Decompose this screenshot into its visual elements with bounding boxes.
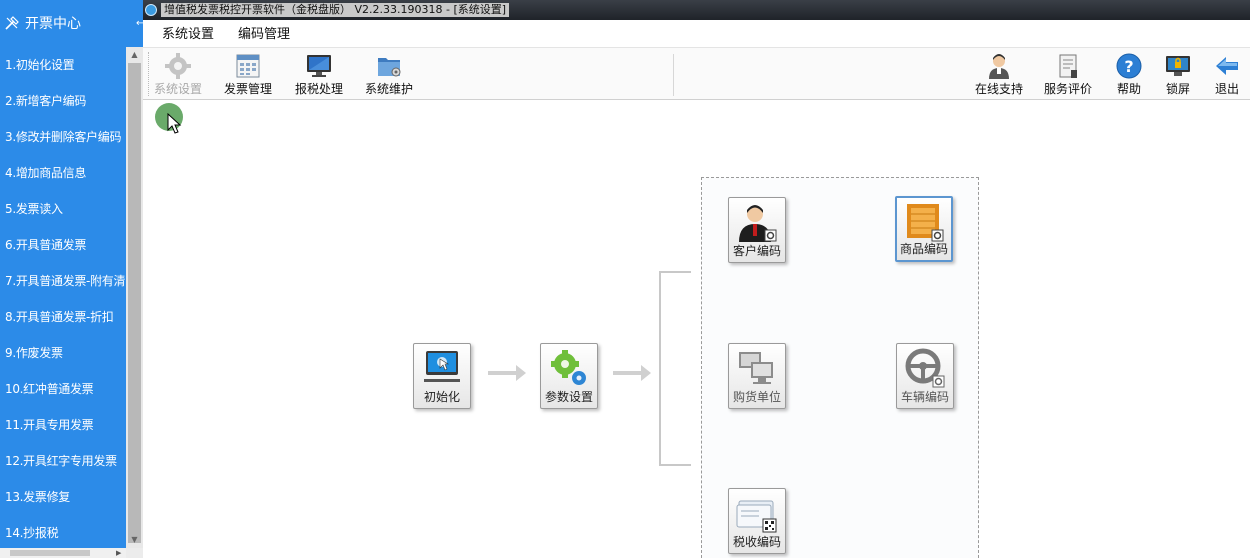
help-icon: ?	[1116, 53, 1142, 79]
toolbar-label: 报税处理	[294, 82, 343, 96]
menu-bar: 系统设置 编码管理	[143, 20, 1250, 48]
flow-arrow-icon	[613, 365, 651, 381]
toolbar-label: 服务评价	[1043, 82, 1092, 96]
title-bar: 增值税发票税控开票软件（金税盘版） V2.2.33.190318 - [系统设置…	[143, 0, 1250, 20]
init-tile[interactable]: 初始化	[413, 343, 471, 409]
sidebar-item-repair-invoice[interactable]: 13.发票修复	[5, 490, 70, 504]
svg-text:?: ?	[1124, 57, 1133, 76]
exit-arrow-icon	[1216, 57, 1238, 75]
code-management-panel: 客户编码 商品编码	[701, 177, 979, 558]
sidebar-list: 1.初始化设置 2.新增客户编码 3.修改并删除客户编码 4.增加商品信息 5.…	[0, 47, 126, 548]
sidebar-item-add-customer-code[interactable]: 2.新增客户编码	[5, 94, 87, 108]
sidebar-item-edit-customer-code[interactable]: 3.修改并删除客户编码	[5, 130, 122, 144]
scroll-down-icon[interactable]: ▼	[131, 535, 138, 544]
toolbar-label: 帮助	[1116, 82, 1141, 96]
customer-icon	[739, 205, 777, 242]
tile-label: 车辆编码	[900, 390, 949, 404]
params-label: 参数设置	[544, 390, 593, 404]
sidebar-item-issue-invoice-with-list[interactable]: 7.开具普通发票-附有清	[5, 274, 126, 288]
toolbar-tax-report-button[interactable]: 报税处理	[291, 52, 347, 98]
toolbar-system-settings-button[interactable]: 系统设置	[152, 52, 204, 98]
params-tile[interactable]: 参数设置	[540, 343, 598, 409]
sidebar-item-red-normal-invoice[interactable]: 10.红冲普通发票	[5, 382, 94, 396]
scroll-up-icon[interactable]: ▲	[131, 50, 138, 59]
sidebar-vertical-scrollbar[interactable]: ▲ ▼	[126, 47, 143, 548]
hscroll-thumb[interactable]	[10, 550, 90, 556]
sidebar-item-read-invoice[interactable]: 5.发票读入	[5, 202, 63, 216]
invoice-icon	[236, 54, 260, 78]
toolbar-help-button[interactable]: ? 帮助	[1109, 52, 1149, 98]
sidebar-horizontal-scrollbar[interactable]: ▶	[0, 548, 126, 558]
goods-code-tile[interactable]: 商品编码	[895, 196, 953, 262]
gear-icon	[165, 53, 191, 79]
sidebar-item-init-settings[interactable]: 1.初始化设置	[5, 58, 75, 72]
customer-code-tile[interactable]: 客户编码	[728, 197, 786, 263]
sidebar-item-copy-tax[interactable]: 14.抄报税	[5, 526, 59, 540]
toolbar-label: 系统设置	[153, 82, 202, 96]
app-icon	[145, 4, 157, 16]
support-person-icon	[989, 54, 1009, 79]
buyer-unit-tile[interactable]: 购货单位	[728, 343, 786, 409]
toolbar-label: 退出	[1214, 82, 1239, 96]
gears-icon	[551, 350, 586, 385]
sidebar-item-issue-red-special-invoice[interactable]: 12.开具红字专用发票	[5, 454, 117, 468]
toolbar-exit-button[interactable]: 退出	[1207, 52, 1247, 98]
toolbar-online-support-button[interactable]: 在线支持	[971, 52, 1027, 98]
init-label: 初始化	[423, 390, 460, 404]
toolbar-grip	[148, 52, 150, 96]
sidebar-title: 开票中心	[25, 16, 81, 32]
sidebar-header: 开票中心 ←	[0, 0, 145, 47]
toolbar: 系统设置 发票管理 报税处理	[143, 48, 1250, 100]
tile-label: 税收编码	[732, 535, 781, 549]
scroll-thumb[interactable]	[128, 63, 141, 543]
toolbar-service-evaluation-button[interactable]: 服务评价	[1040, 52, 1096, 98]
toolbar-label: 系统维护	[364, 82, 413, 96]
tile-label: 购货单位	[732, 390, 781, 404]
sidebar-item-issue-invoice-discount[interactable]: 8.开具普通发票-折扣	[5, 310, 114, 324]
sidebar-item-add-goods[interactable]: 4.增加商品信息	[5, 166, 87, 180]
tax-code-tile[interactable]: 税收编码	[728, 488, 786, 554]
scroll-right-icon[interactable]: ▶	[116, 549, 122, 557]
toolbar-separator	[673, 54, 674, 96]
toolbar-invoice-management-button[interactable]: 发票管理	[220, 52, 276, 98]
toolbar-system-maintenance-button[interactable]: 系统维护	[361, 52, 417, 98]
sidebar: 开票中心 ← 1.初始化设置 2.新增客户编码 3.修改并删除客户编码 4.增加…	[0, 0, 145, 558]
tile-label: 客户编码	[732, 244, 781, 258]
tax-code-icon	[736, 500, 777, 533]
mouse-pointer-icon	[167, 113, 182, 134]
workspace: 初始化 参数设置	[143, 100, 1250, 558]
flow-arrow-icon	[488, 365, 526, 381]
tile-label: 商品编码	[899, 242, 948, 256]
sidebar-item-issue-normal-invoice[interactable]: 6.开具普通发票	[5, 238, 87, 252]
sidebar-item-issue-special-invoice[interactable]: 11.开具专用发票	[5, 418, 94, 432]
toolbar-lock-screen-button[interactable]: 锁屏	[1158, 52, 1198, 98]
sidebar-item-void-invoice[interactable]: 9.作废发票	[5, 346, 63, 360]
toolbar-label: 在线支持	[974, 82, 1023, 96]
menu-system-settings[interactable]: 系统设置	[162, 27, 215, 42]
vehicle-code-tile[interactable]: 车辆编码	[896, 343, 954, 409]
folder-icon	[378, 58, 401, 77]
window-title: 增值税发票税控开票软件（金税盘版） V2.2.33.190318 - [系统设置…	[161, 3, 510, 17]
collapse-arrow-icon[interactable]: ←	[136, 18, 145, 29]
flow-bracket	[659, 271, 691, 466]
monitor-icon	[307, 55, 331, 77]
lock-screen-icon	[1166, 56, 1190, 76]
goods-icon	[907, 204, 944, 242]
evaluation-icon	[1059, 54, 1077, 78]
vehicle-icon	[905, 348, 945, 388]
tools-icon	[5, 16, 19, 30]
toolbar-label: 发票管理	[223, 82, 272, 96]
toolbar-label: 锁屏	[1165, 82, 1190, 96]
init-computer-icon	[424, 351, 460, 382]
menu-code-management[interactable]: 编码管理	[238, 27, 291, 42]
buyer-unit-icon	[739, 352, 773, 384]
